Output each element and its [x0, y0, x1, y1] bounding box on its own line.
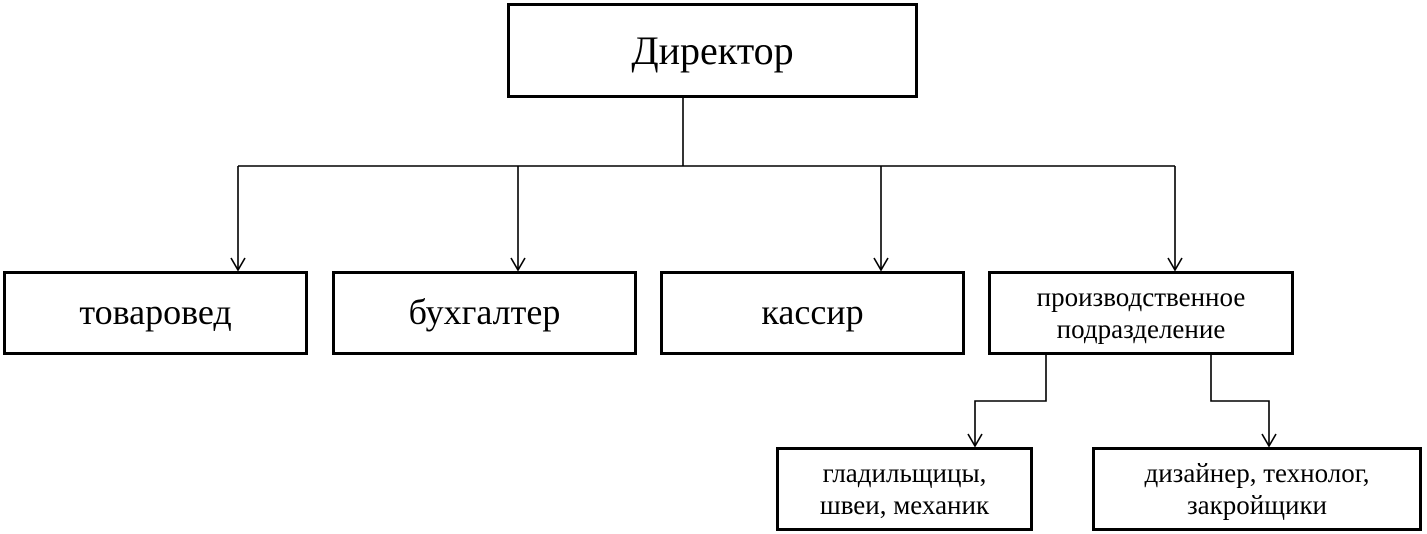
production-label-line2: подразделение: [1056, 314, 1226, 344]
arrowhead-cashier: [873, 257, 889, 272]
ironers-label-line1: гладильщицы,: [822, 457, 987, 488]
ironers-box: гладильщицы, швеи, механик: [776, 447, 1033, 531]
director-box: Директор: [507, 3, 918, 98]
director-label: Директор: [631, 27, 794, 73]
arrowhead-designers: [1261, 433, 1277, 448]
ironers-label-line2: швеи, механик: [819, 490, 990, 520]
edge-production-ironers: [974, 355, 1047, 445]
designers-label-line2: закройщики: [1186, 490, 1328, 520]
production-label: производственное подразделение: [1037, 281, 1246, 346]
accountant-label: бухгалтер: [408, 292, 561, 333]
designers-label-line1: дизайнер, технолог,: [1144, 457, 1370, 488]
accountant-box: бухгалтер: [332, 271, 637, 355]
production-label-line1: производственное: [1036, 281, 1246, 312]
merchandiser-box: товаровед: [3, 271, 308, 355]
arrowhead-production: [1167, 257, 1183, 272]
designers-label: дизайнер, технолог, закройщики: [1145, 457, 1370, 522]
cashier-label: кассир: [761, 292, 864, 333]
arrowhead-ironers: [967, 433, 983, 448]
ironers-label: гладильщицы, швеи, механик: [820, 457, 989, 522]
arrowhead-merchandiser: [230, 257, 246, 272]
merchandiser-label: товаровед: [79, 292, 232, 333]
cashier-box: кассир: [660, 271, 965, 355]
edge-production-designers: [1210, 355, 1270, 445]
arrowhead-accountant: [510, 257, 526, 272]
production-box: производственное подразделение: [988, 271, 1294, 355]
designers-box: дизайнер, технолог, закройщики: [1092, 447, 1422, 531]
